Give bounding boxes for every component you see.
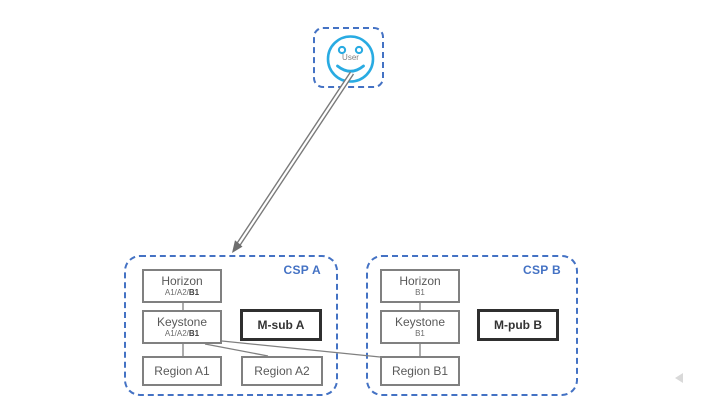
user-node-container: User — [313, 27, 384, 88]
csp-a-container: CSP A — [124, 255, 338, 396]
node-title: Keystone — [394, 315, 446, 329]
node-title: Keystone — [156, 315, 208, 329]
node-region-a1: Region A1 — [142, 356, 222, 386]
node-msub-a: M-sub A — [240, 309, 322, 341]
node-subtitle: B1 — [415, 329, 425, 338]
node-mpub-b: M-pub B — [477, 309, 559, 341]
node-horizon-b: Horizon B1 — [380, 269, 460, 303]
connector-lines — [182, 303, 421, 358]
user-label: User — [342, 53, 359, 62]
node-region-a2: Region A2 — [241, 356, 323, 386]
csp-a-label: CSP A — [283, 263, 321, 277]
prev-slide-icon[interactable] — [675, 373, 683, 383]
node-title: Horizon — [399, 274, 441, 288]
line-keystoneA-regionA2 — [204, 343, 269, 357]
csp-b-label: CSP B — [523, 263, 561, 277]
node-keystone-a: Keystone A1/A2/B1 — [142, 310, 222, 344]
line-keystoneA-regionB1 — [221, 340, 381, 358]
node-subtitle: A1/A2/B1 — [164, 288, 200, 297]
node-title: Horizon — [161, 274, 203, 288]
user-to-cspa-arrow — [232, 71, 355, 253]
csp-b-container: CSP B — [366, 255, 578, 396]
node-region-b1: Region B1 — [380, 356, 460, 386]
arrowhead — [232, 240, 243, 253]
node-subtitle: B1 — [415, 288, 425, 297]
node-horizon-a: Horizon A1/A2/B1 — [142, 269, 222, 303]
node-keystone-b: Keystone B1 — [380, 310, 460, 344]
user-face-icon — [326, 35, 375, 83]
node-subtitle: A1/A2/B1 — [164, 329, 200, 338]
